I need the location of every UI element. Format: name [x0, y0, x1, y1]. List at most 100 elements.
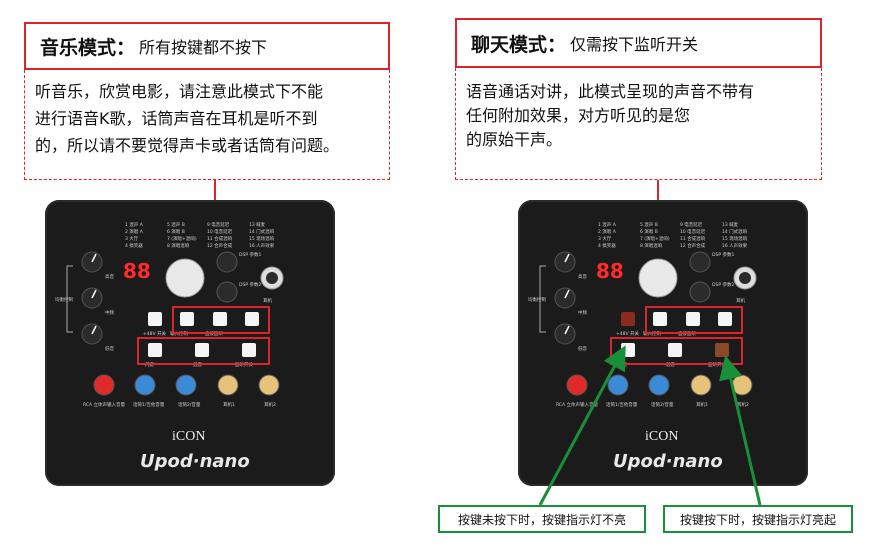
knob-label: 耳机1	[696, 401, 708, 408]
left-mode-title: 音乐模式： 所有按键都不按下	[24, 22, 390, 70]
dsp2-knob[interactable]	[689, 281, 711, 303]
input-control-button[interactable]	[180, 312, 194, 326]
legend-text: 15 现场混响	[722, 235, 748, 242]
dsp2-knob[interactable]	[216, 281, 238, 303]
ducking-button[interactable]	[148, 343, 162, 357]
desc-line: 任何附加效果，对方听见的是您	[466, 106, 691, 125]
mic2-knob[interactable]	[175, 374, 197, 396]
knob-label: 高音	[105, 273, 114, 280]
callout-off: 按键未按下时，按键指示灯不亮	[438, 505, 646, 533]
mic2-knob[interactable]	[648, 374, 670, 396]
legend-text: 7 (演唱+混响)	[167, 235, 197, 242]
legend-text: 4 搞笑器	[598, 242, 616, 249]
right-mode-title: 聊天模式： 仅需按下监听开关	[455, 18, 822, 68]
monitor-switch-button[interactable]	[715, 343, 729, 357]
legend-text: 1 混声 A	[125, 221, 144, 228]
button-label: +48V 开关	[143, 330, 167, 337]
dsp2-label: DSP 参数2	[239, 281, 261, 288]
ducking-button[interactable]	[621, 343, 635, 357]
legend-text: 1 混声 A	[598, 221, 617, 228]
brand-logo: iCON	[172, 429, 205, 444]
legend-text: 3 大厅	[125, 235, 139, 242]
right-mode-description: 语音通话对讲，此模式呈现的声音不带有 任何附加效果，对方听见的是您 的原始干声。	[455, 68, 822, 180]
knob-label: 高音	[578, 273, 587, 280]
left-mode-name: 音乐模式：	[40, 36, 136, 59]
knob-label: 中频	[105, 309, 114, 316]
dsp1-label: DSP 参数1	[712, 251, 734, 258]
rca-knob[interactable]	[93, 374, 115, 396]
legend-text: 7 (演唱+混响)	[640, 235, 670, 242]
callout-off-text: 按键未按下时，按键指示灯不亮	[457, 512, 626, 527]
main-volume-knob[interactable]	[638, 258, 678, 298]
legend-text: 10 电音延迟	[207, 228, 233, 235]
headphone-label: 耳机	[736, 297, 745, 304]
direct-monitor-button[interactable]	[686, 312, 700, 326]
knob-label: 耳机1	[223, 401, 235, 408]
callout-on-text: 按键按下时，按键指示灯亮起	[679, 512, 836, 527]
device-right: 1 混声 A 2 演唱 A 3 大厅 4 搞笑器 5 混声 B 6 演唱 B 7…	[518, 200, 808, 486]
input-control-button[interactable]	[653, 312, 667, 326]
mix-button[interactable]	[195, 343, 209, 357]
direct-monitor-button-2[interactable]	[718, 312, 732, 326]
legend-text: 4 搞笑器	[125, 242, 143, 249]
legend-text: 5 混声 B	[640, 221, 658, 228]
main-volume-knob[interactable]	[165, 258, 205, 298]
dsp1-knob[interactable]	[216, 251, 238, 273]
knob-label: 话筒1/吉他音量	[606, 401, 638, 408]
legend-text: 10 电音延迟	[680, 228, 706, 235]
legend-text: 9 电音延迟	[207, 221, 230, 228]
rca-knob[interactable]	[566, 374, 588, 396]
button-label: +48V 开关	[616, 330, 640, 337]
ear1-knob[interactable]	[217, 374, 239, 396]
mic1-knob[interactable]	[607, 374, 629, 396]
ear2-knob[interactable]	[258, 374, 280, 396]
legend-text: 14 门式混响	[249, 228, 275, 235]
legend-text: 2 演唱 A	[125, 228, 144, 235]
knob-label: RCA 立体声输入音量	[83, 401, 126, 408]
knob-label: 耳机2	[264, 401, 276, 408]
legend-text: 16 人声效果	[249, 242, 275, 249]
right-mode-name: 聊天模式：	[471, 33, 567, 56]
legend-text: 12 合声合成	[680, 242, 706, 249]
ear1-knob[interactable]	[690, 374, 712, 396]
legend-text: 8 演唱混响	[640, 242, 663, 249]
eq-label: 均衡控制	[528, 296, 546, 303]
mic1-knob[interactable]	[134, 374, 156, 396]
legend-text: 6 演唱 B	[640, 228, 658, 235]
device-left-face: 1 混声 A 2 演唱 A 3 大厅 4 搞笑器 5 混声 B 6 演唱 B 7…	[55, 221, 284, 472]
legend-text: 12 合声合成	[207, 242, 233, 249]
callout-on: 按键按下时，按键指示灯亮起	[663, 505, 853, 533]
knob-label: 低音	[578, 345, 587, 352]
direct-monitor-button[interactable]	[213, 312, 227, 326]
legend-text: 16 人声效果	[722, 242, 748, 249]
dsp1-knob[interactable]	[689, 251, 711, 273]
ear2-knob[interactable]	[731, 374, 753, 396]
desc-line: 语音通话对讲，此模式呈现的声音不带有	[466, 82, 755, 101]
phantom-48v-button[interactable]	[621, 312, 635, 326]
legend-text: 11 合成混响	[680, 235, 706, 242]
highlight-bottom	[137, 337, 270, 365]
direct-monitor-button-2[interactable]	[245, 312, 259, 326]
eq-label: 均衡控制	[55, 296, 73, 303]
mix-button[interactable]	[668, 343, 682, 357]
knob-label: 低音	[105, 345, 114, 352]
legend-text: 13 喊麦	[722, 221, 739, 228]
desc-line: 听音乐，欣赏电影，请注意此模式下不能	[35, 82, 324, 101]
right-mode-subtitle: 仅需按下监听开关	[570, 35, 699, 54]
dsp1-label: DSP 参数1	[239, 251, 261, 258]
legend-text: 9 电音延迟	[680, 221, 703, 228]
brand-logo: iCON	[645, 429, 678, 444]
knob-label: RCA 立体声输入音量	[556, 401, 599, 408]
led-display: 88	[596, 259, 624, 283]
desc-line: 的，所以请不要觉得声卡或者话筒有问题。	[35, 136, 340, 155]
desc-line: 的原始干声。	[466, 130, 563, 149]
desc-line: 进行语音K歌，话筒声音在耳机是听不到	[35, 109, 318, 128]
phantom-48v-button[interactable]	[148, 312, 162, 326]
knob-label: 耳机2	[737, 401, 749, 408]
legend-text: 5 混声 B	[167, 221, 185, 228]
legend-text: 3 大厅	[598, 235, 612, 242]
dsp2-label: DSP 参数2	[712, 281, 734, 288]
headphone-label: 耳机	[263, 297, 272, 304]
knob-label: 话筒1/吉他音量	[133, 401, 165, 408]
monitor-switch-button[interactable]	[242, 343, 256, 357]
